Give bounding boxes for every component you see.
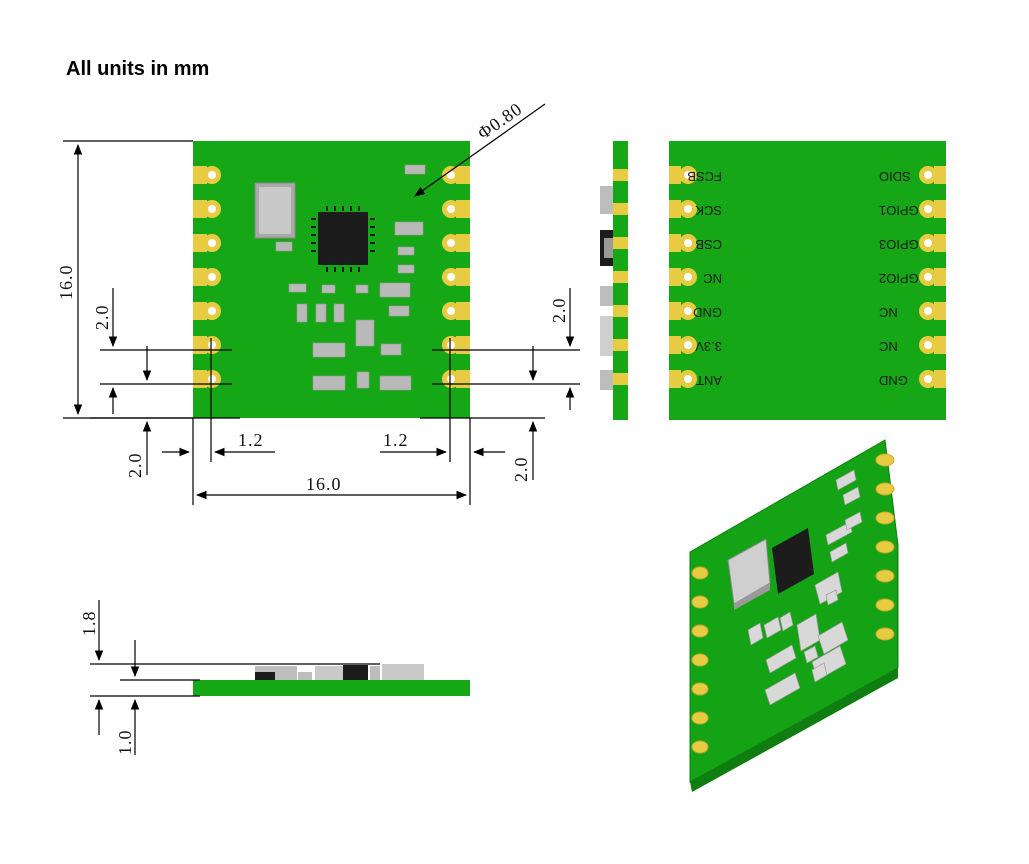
castellated-pads [193,166,470,388]
pin-label-right-6: NC [879,339,898,354]
iso-pad [691,711,709,725]
pin-label-right-7: GND [879,373,908,388]
iso-pad [875,627,895,641]
iso-pad [691,653,709,667]
page-title: All units in mm [66,58,210,80]
pin-label-right-2: GPIO1 [879,203,919,218]
dim-board-height: 16.0 [56,265,76,301]
pcb-bottom [669,141,946,420]
dimension-lines [63,103,580,505]
dim-offset-bottom-left: 2.0 [125,453,145,479]
iso-pad [875,482,895,496]
pin-label-left-2: SCK [695,203,722,218]
iso-pad [691,740,709,754]
iso-pad [691,595,709,609]
pin-label-left-5: GND [693,305,722,320]
iso-pad [691,566,709,580]
pin-label-right-4: GPIO2 [879,271,919,286]
dim-edge-left: 1.2 [238,430,264,450]
iso-pad [875,511,895,525]
dim-offset-bottom-right: 2.0 [511,457,531,483]
isometric-view [689,439,899,792]
pin-label-left-4: NC [703,271,722,286]
profile-view: 1.8 1.0 [79,600,470,755]
pin-label-left-3: CSB [695,237,722,252]
iso-pad [691,624,709,638]
pin-labels-left: FCSB SCK CSB NC GND 3.3V ANT [687,169,722,388]
pin-label-right-3: GPIO3 [879,237,919,252]
iso-pad [875,540,895,554]
dim-board-width: 16.0 [306,474,342,494]
pin-label-left-6: 3.3V [695,339,722,354]
dim-pitch-left: 2.0 [92,305,112,331]
side-view-edge [600,141,628,420]
iso-pad [875,569,895,583]
dim-pcb-thickness: 1.0 [115,730,135,756]
pin-label-right-1: SDIO [879,169,911,184]
iso-pad [875,598,895,612]
rf-chip [318,212,368,265]
bottom-view: FCSB SCK CSB NC GND 3.3V ANT SDIO GPIO1 … [669,141,946,420]
iso-pad [875,453,895,467]
iso-pad [691,682,709,696]
passive-components [275,164,426,391]
pin-label-right-5: NC [879,305,898,320]
pin-labels-right: SDIO GPIO1 GPIO3 GPIO2 NC NC GND [879,169,919,388]
dim-edge-right: 1.2 [383,430,409,450]
top-view [193,141,470,418]
pin-label-left-1: FCSB [687,169,722,184]
dim-total-height: 1.8 [79,611,99,637]
pin-label-left-7: ANT [696,373,722,388]
dim-pitch-right: 2.0 [549,298,569,324]
